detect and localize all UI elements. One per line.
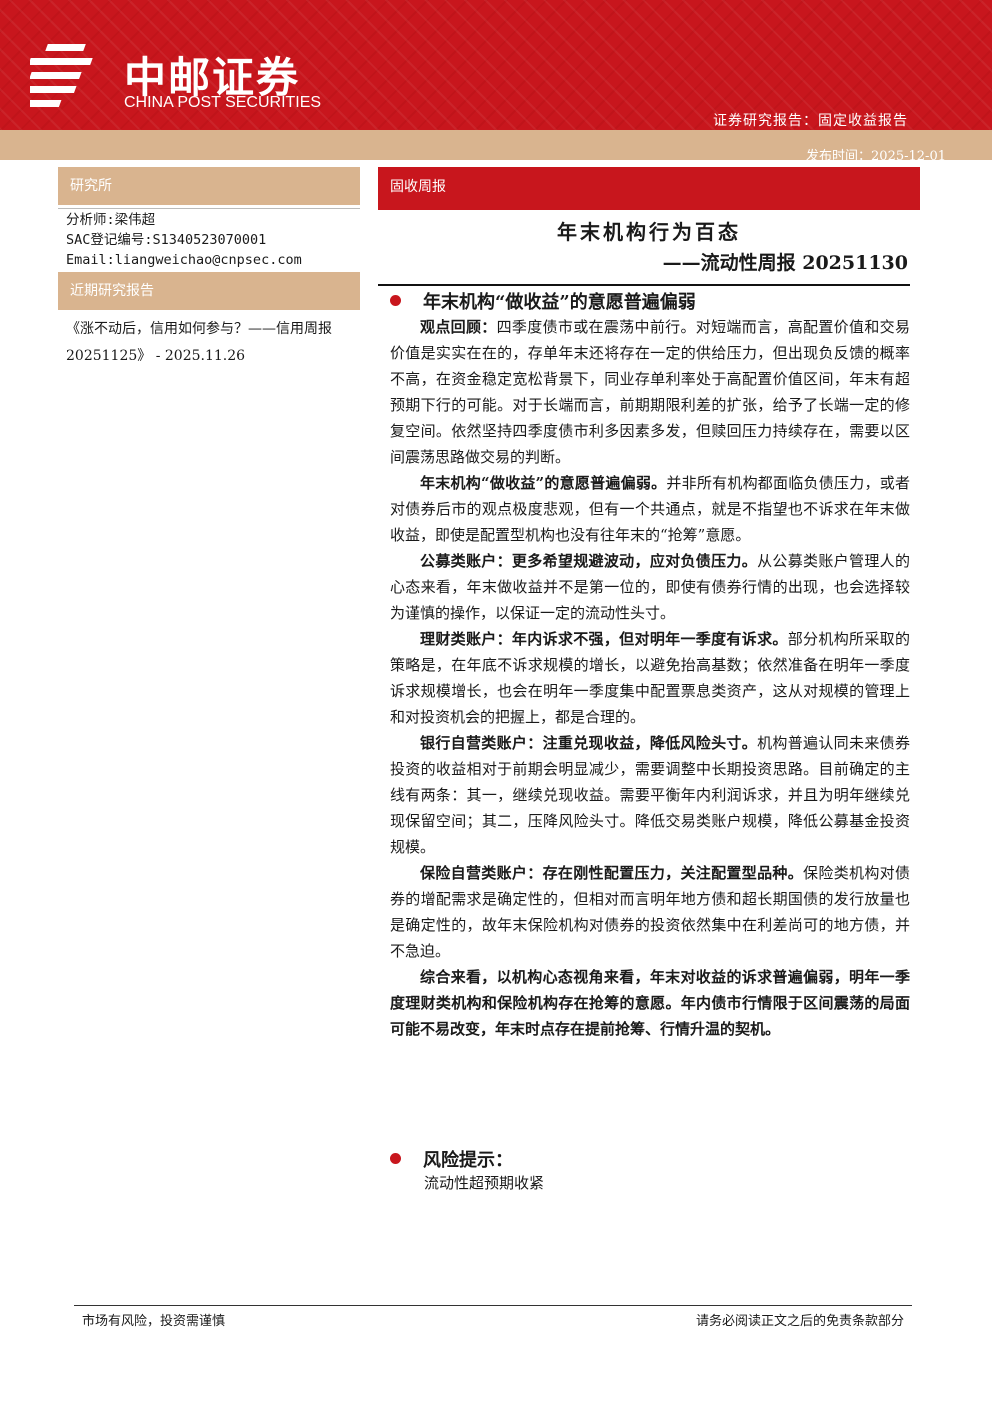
paragraph: 综合来看，以机构心态视角来看，年末对收益的诉求普遍偏弱，明年一季度理财类机构和保…	[390, 968, 910, 1038]
publish-date: 发布时间：2025-12-01	[806, 149, 946, 164]
footer-risk-note: 市场有风险，投资需谨慎	[82, 1314, 226, 1329]
analyst-name: 分析师:梁伟超	[66, 212, 156, 228]
header-banner: 中邮证券 CHINA POST SECURITIES 证券研究报告：固定收益报告	[0, 0, 992, 130]
divider	[58, 208, 360, 209]
risk-heading: 风险提示：	[390, 1146, 513, 1172]
analyst-info: 分析师:梁伟超 SAC登记编号:S1340523070001 Email:lia…	[66, 210, 302, 270]
report-subtitle: ——流动性周报 20251130	[662, 252, 908, 274]
title-rule	[378, 284, 910, 286]
report-tag: 固收周报	[378, 167, 920, 210]
recent-report-link[interactable]: 《涨不动后，信用如何参与？——信用周报 20251125》 - 2025.11.…	[66, 321, 332, 364]
paragraph: 观点回顾：四季度债市或在震荡中前行。对短端而言，高配置价值和交易价值是实实在在的…	[390, 318, 910, 466]
logo-chinese-name: 中邮证券	[124, 53, 301, 102]
section-heading: 年末机构“做收益”的意愿普遍偏弱	[390, 288, 696, 314]
paragraph: 银行自营类账户：注重兑现收益，降低风险头寸。机构普遍认同未来债券投资的收益相对于…	[390, 734, 910, 856]
paragraph: 公募类账户：更多希望规避波动，应对负债压力。从公募类账户管理人的心态来看，年末做…	[390, 552, 910, 622]
china-post-logo-icon	[30, 44, 93, 107]
report-body: 观点回顾：四季度债市或在震荡中前行。对短端而言，高配置价值和交易价值是实实在在的…	[390, 314, 910, 1042]
footer-divider	[74, 1305, 912, 1306]
report-title: 年末机构行为百态	[557, 220, 741, 244]
date-band	[0, 130, 992, 160]
paragraph: 保险自营类账户：存在刚性配置压力，关注配置型品种。保险类机构对债券的增配需求是确…	[390, 864, 910, 960]
analyst-email: Email:liangweichao@cnpsec.com	[66, 252, 302, 268]
bullet-icon	[390, 1153, 401, 1164]
analyst-sac: SAC登记编号:S1340523070001	[66, 232, 267, 248]
paragraph: 理财类账户：年内诉求不强，但对明年一季度有诉求。部分机构所采取的策略是，在年底不…	[390, 630, 910, 726]
footer-disclaimer-note: 请务必阅读正文之后的免责条款部分	[695, 1314, 904, 1329]
paragraph: 年末机构“做收益”的意愿普遍偏弱。并非所有机构都面临负债压力，或者对债券后市的观…	[390, 474, 910, 544]
institute-label: 研究所	[58, 167, 360, 205]
report-type: 证券研究报告：固定收益报告	[713, 113, 908, 129]
recent-reports-label: 近期研究报告	[58, 272, 360, 310]
risk-text: 流动性超预期收紧	[424, 1174, 545, 1192]
bullet-icon	[390, 295, 401, 306]
logo-english-name: CHINA POST SECURITIES	[124, 94, 322, 111]
